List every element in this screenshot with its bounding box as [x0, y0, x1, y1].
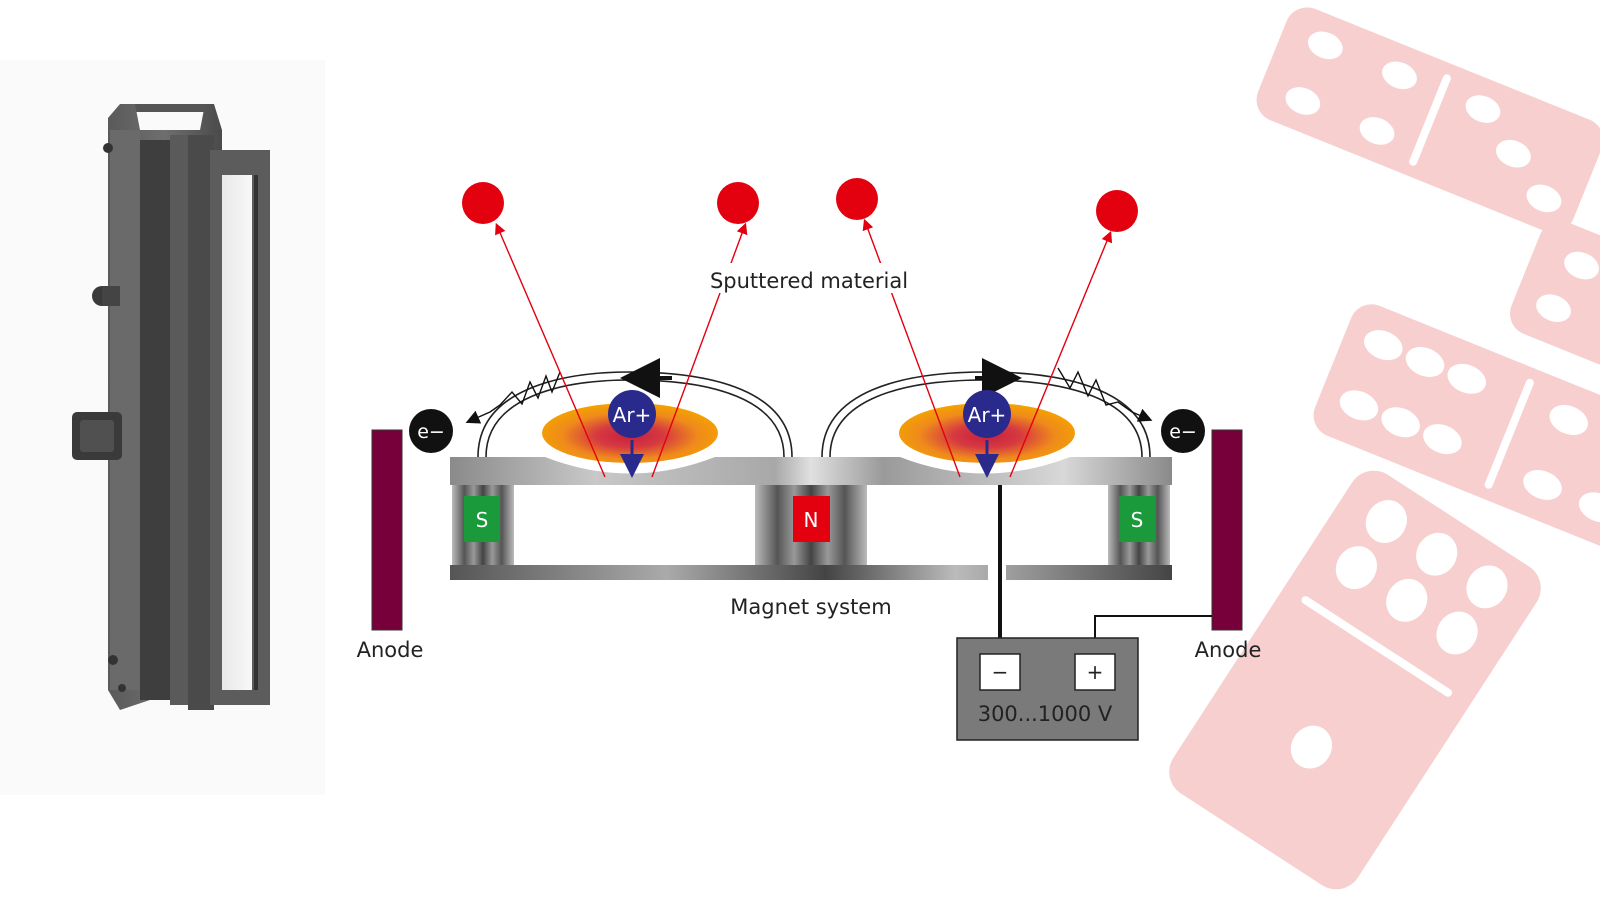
domino-bottom [1169, 470, 1541, 890]
domino-divider [1484, 378, 1534, 489]
plus-terminal-label: + [1087, 660, 1104, 684]
sputtered-material-label: Sputtered material [710, 269, 908, 293]
argon-ion-left: Ar+ [608, 390, 656, 478]
minus-terminal [979, 653, 1021, 691]
domino-right-edge [1509, 221, 1600, 394]
ion-label: Ar+ [613, 403, 652, 427]
cathode-window [222, 175, 252, 690]
product-image-cathode [0, 60, 325, 795]
anode-right-label: Anode [1195, 638, 1262, 662]
anode-left-label: Anode [357, 638, 424, 662]
magnet-yoke [450, 565, 1172, 580]
power-supply: − + 300...1000 V [956, 637, 1139, 741]
magnet-pole-s-left: S [464, 496, 500, 542]
electron-right: e− [1161, 409, 1205, 453]
domino-divider [1301, 596, 1453, 697]
domino-pips [1285, 31, 1562, 213]
sputtered-particle [462, 182, 504, 224]
anode-right [1211, 429, 1243, 631]
cathode-handle [128, 104, 214, 112]
magnet-pole-s-right: S [1119, 496, 1155, 542]
pole-label: S [476, 508, 489, 532]
minus-terminal-label: − [992, 660, 1009, 684]
domino-middle [1313, 304, 1600, 556]
magnet-system: S N S [450, 485, 1172, 580]
voltage-label: 300...1000 V [978, 702, 1113, 726]
electron-label: e− [417, 421, 445, 443]
domino-decoration [1169, 7, 1600, 890]
domino-pips [1290, 500, 1508, 769]
domino-pips [1339, 330, 1600, 523]
domino-divider [1409, 74, 1451, 166]
electron-path-right [1057, 367, 1153, 422]
electron-left: e− [409, 409, 453, 453]
domino-top [1256, 7, 1600, 233]
sputtered-particle [1096, 190, 1138, 232]
magnetron-diagram: Ar+ Ar+ e− e− S [357, 178, 1262, 741]
magnet-pole-n: N [793, 496, 830, 542]
pole-label: S [1131, 508, 1144, 532]
anode-left [371, 429, 403, 631]
plus-terminal [1074, 653, 1116, 691]
magnet-system-label: Magnet system [730, 595, 891, 619]
electron-label: e− [1169, 421, 1197, 443]
sputtered-particles [462, 178, 1138, 232]
pole-label: N [804, 508, 819, 532]
sputtered-particle [717, 182, 759, 224]
ion-label: Ar+ [968, 403, 1007, 427]
argon-ion-right: Ar+ [963, 390, 1011, 478]
electron-path-left [465, 371, 561, 424]
sputtered-particle [836, 178, 878, 220]
